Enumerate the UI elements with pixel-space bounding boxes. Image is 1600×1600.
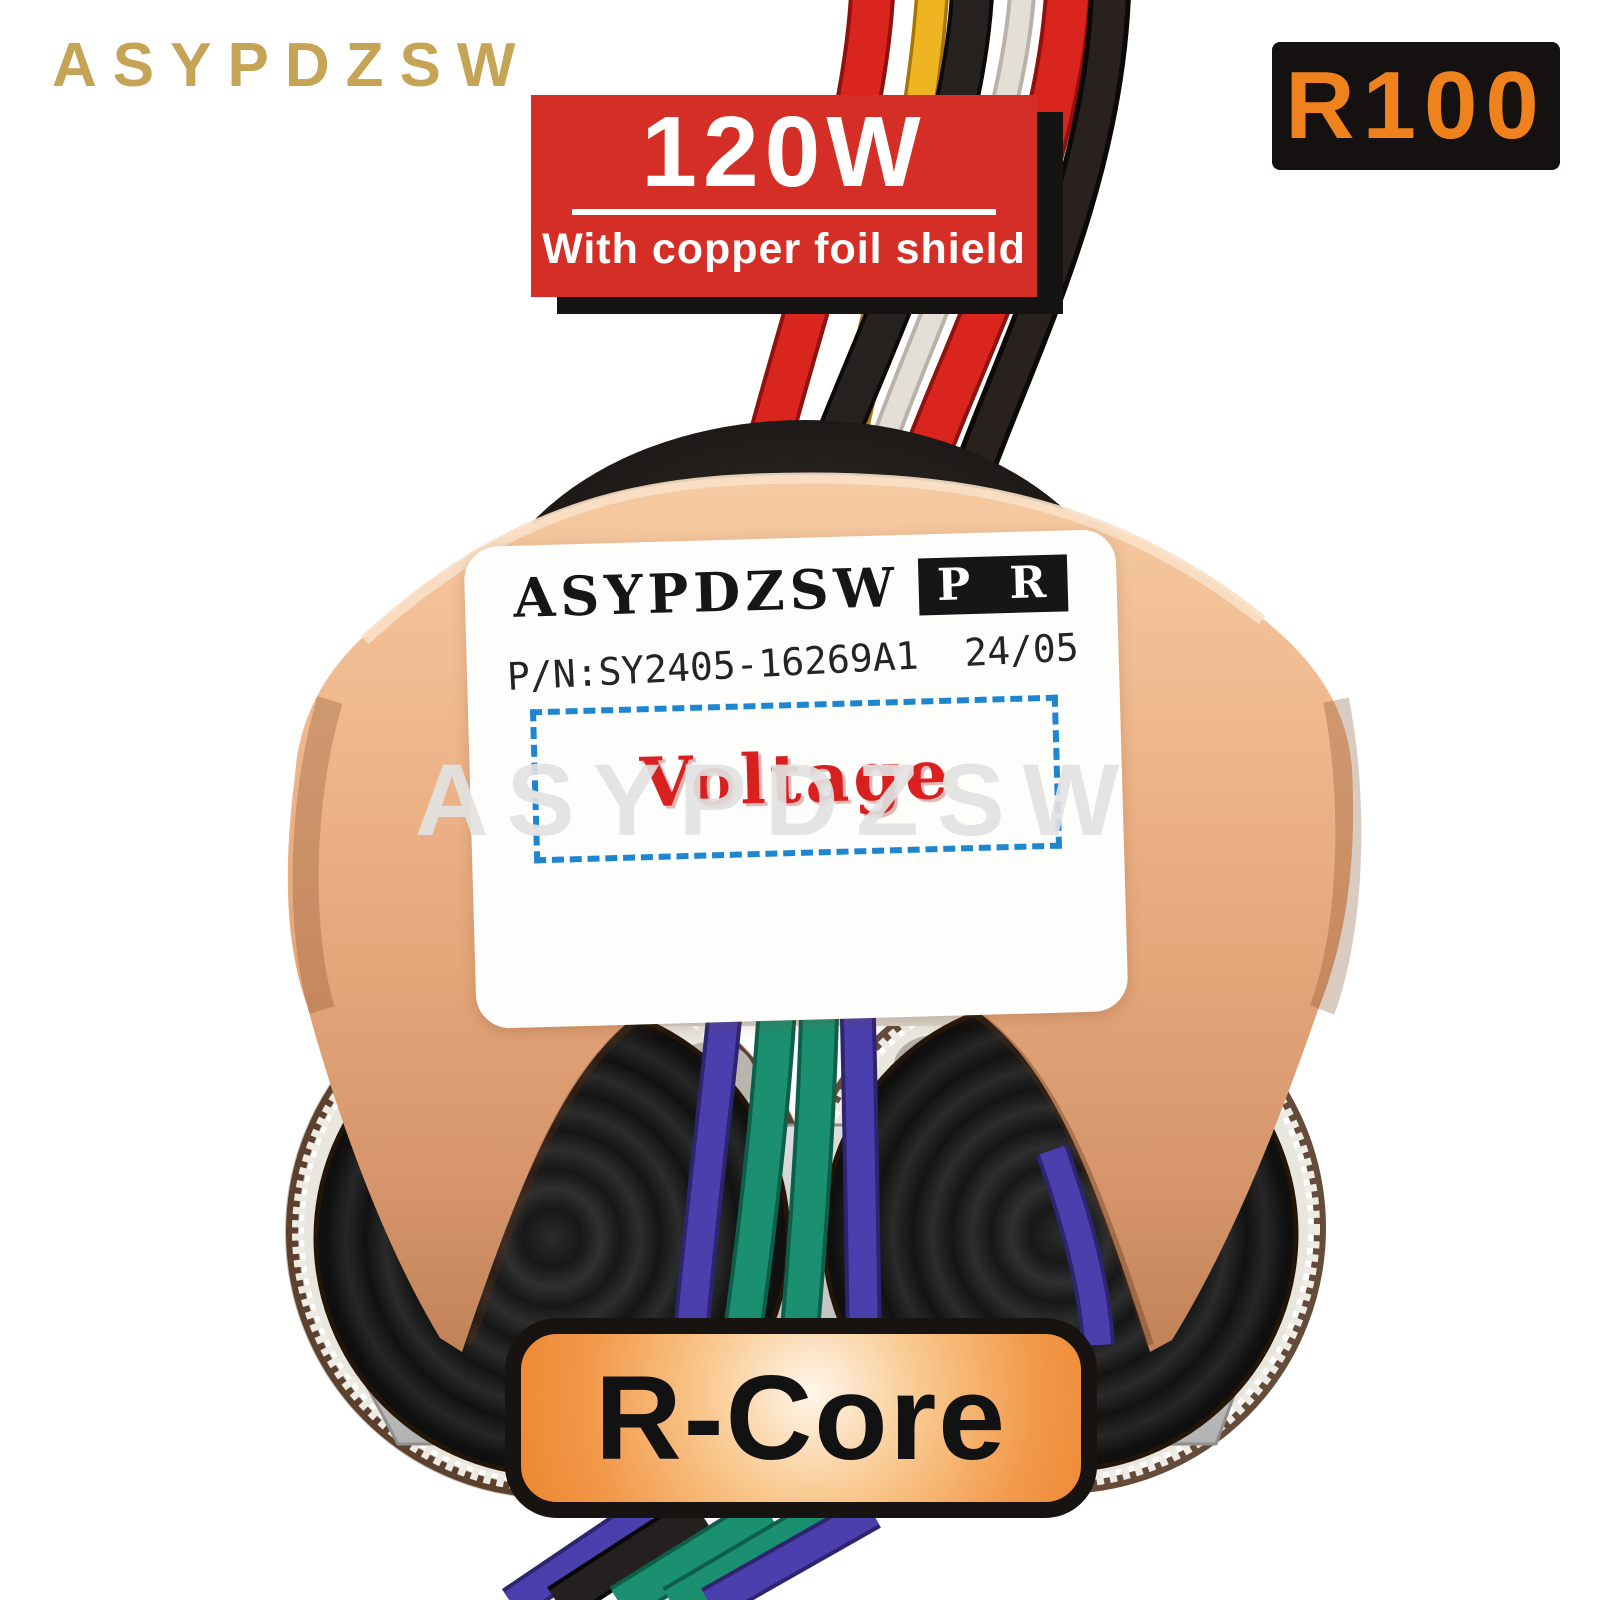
power-rating-text: 120W <box>641 96 927 208</box>
core-type-text: R-Core <box>594 1351 1008 1485</box>
bottom-lead-wires-lower <box>501 1495 881 1600</box>
voltage-placeholder-box: Voltage <box>529 694 1063 864</box>
power-badge-subtitle: With copper foil shield <box>542 225 1026 273</box>
label-brand-tag: P R <box>918 553 1069 615</box>
label-date-code: 24/05 <box>963 625 1080 676</box>
power-badge-divider <box>572 209 996 215</box>
transformer-label: ASYPDZSW P R P/N:SY2405-16269A1 24/05 Vo… <box>463 528 1129 1030</box>
brand-logo: ASYPDZSW <box>52 31 532 100</box>
model-badge-text: R100 <box>1285 52 1547 159</box>
voltage-placeholder-text: Voltage <box>638 734 954 824</box>
model-badge: R100 <box>1272 42 1560 170</box>
core-type-badge: R-Core <box>505 1318 1097 1518</box>
label-brand-text: ASYPDZSW <box>512 555 901 630</box>
power-badge: 120W With copper foil shield <box>531 95 1037 297</box>
label-part-row: P/N:SY2405-16269A1 24/05 <box>506 625 1080 699</box>
label-brand-row: ASYPDZSW P R <box>512 550 1069 630</box>
label-part-number: P/N:SY2405-16269A1 <box>505 633 920 699</box>
